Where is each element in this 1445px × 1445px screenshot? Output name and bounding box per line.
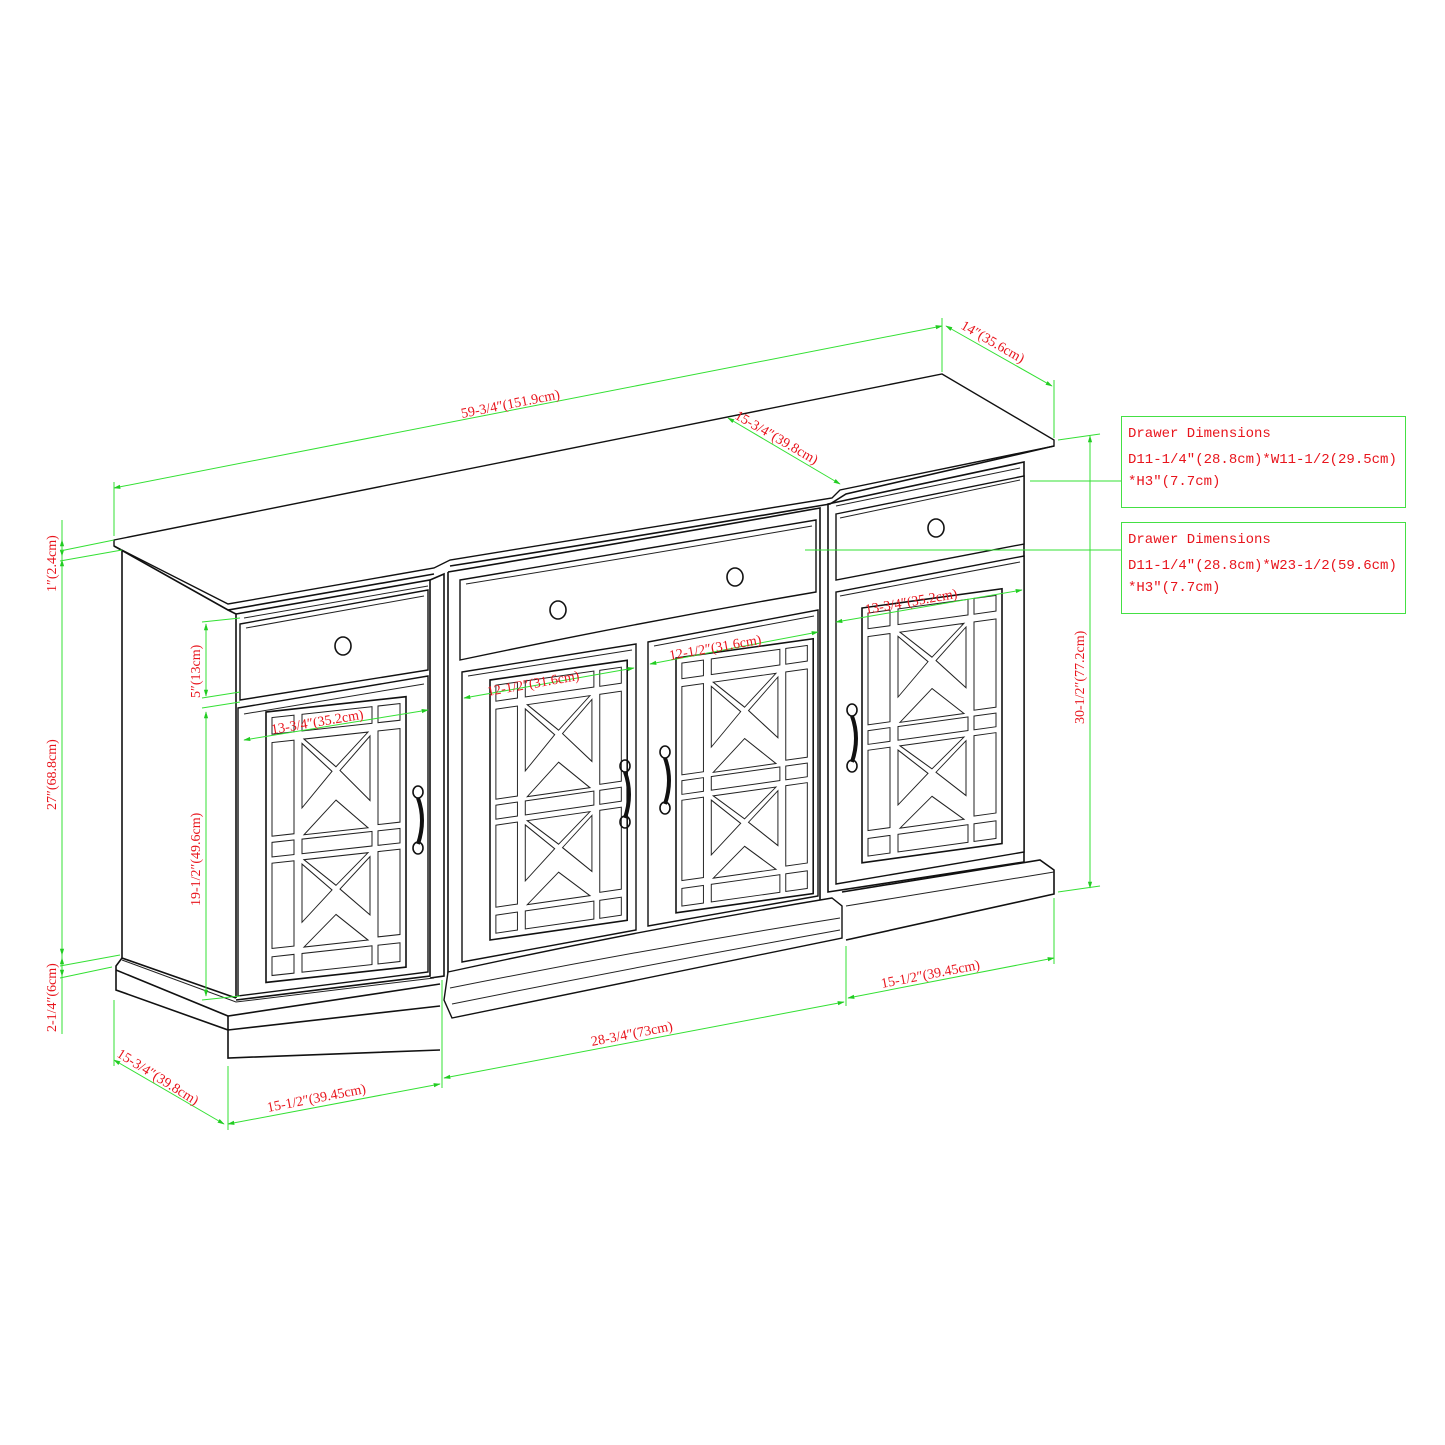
base-depth-label: 15-3/4″(39.8cm)	[114, 1047, 201, 1109]
callout-title: Drawer Dimensions	[1128, 532, 1271, 548]
callout-line-1: D11-1/4″(28.8cm)*W23-1/2(59.6cm)	[1128, 558, 1397, 574]
right-drawer-front	[835, 475, 1025, 581]
overall-width-label: 59-3/4″(151.9cm)	[460, 388, 562, 422]
left-base	[115, 957, 441, 1059]
right-door	[835, 555, 1025, 885]
body-height-label: 27″(68.8cm)	[45, 739, 60, 810]
base-height-label: 2-1/4″(6cm)	[45, 963, 60, 1032]
center-drawer-knob-left	[549, 600, 567, 620]
top-thickness-label: 1″(2.4cm)	[45, 535, 60, 592]
right-section-width-label: 15-1/2″(39.45cm)	[880, 958, 982, 992]
door-height-label: 19-1/2″(49.6cm)	[189, 812, 204, 906]
center-drawer-front	[459, 519, 817, 661]
left-side-panel	[121, 551, 237, 999]
drawer-dimensions-callout-small: Drawer Dimensions D11-1/4″(28.8cm)*W11-1…	[1121, 416, 1406, 508]
callout-line-2: *H3″(7.7cm)	[1128, 474, 1221, 490]
left-section	[235, 572, 445, 1001]
dimension-lines	[59, 318, 1122, 1130]
center-left-door	[461, 643, 637, 963]
center-section-width-label: 28-3/4″(73cm)	[590, 1019, 674, 1050]
callout-title: Drawer Dimensions	[1128, 426, 1271, 442]
overall-height-label: 30-1/2″(77.2cm)	[1073, 630, 1088, 724]
right-base	[841, 859, 1055, 941]
right-section	[827, 461, 1025, 893]
left-section-width-label: 15-1/2″(39.45cm)	[266, 1082, 368, 1116]
callout-line-2: *H3″(7.7cm)	[1128, 580, 1221, 596]
callout-line-1: D11-1/4″(28.8cm)*W11-1/2(29.5cm)	[1128, 452, 1397, 468]
right-drawer-knob	[927, 518, 945, 538]
left-drawer-front	[239, 589, 429, 701]
center-drawer-knob-right	[726, 567, 744, 587]
center-base	[443, 897, 843, 1019]
drawer-height-label: 5″(13cm)	[189, 644, 204, 698]
drawer-dimensions-callout-wide: Drawer Dimensions D11-1/4″(28.8cm)*W23-1…	[1121, 522, 1406, 614]
center-section	[447, 507, 821, 980]
top-depth-label: 14″(35.6cm)	[958, 318, 1027, 367]
left-drawer-knob	[334, 636, 352, 656]
center-right-door	[647, 609, 819, 927]
